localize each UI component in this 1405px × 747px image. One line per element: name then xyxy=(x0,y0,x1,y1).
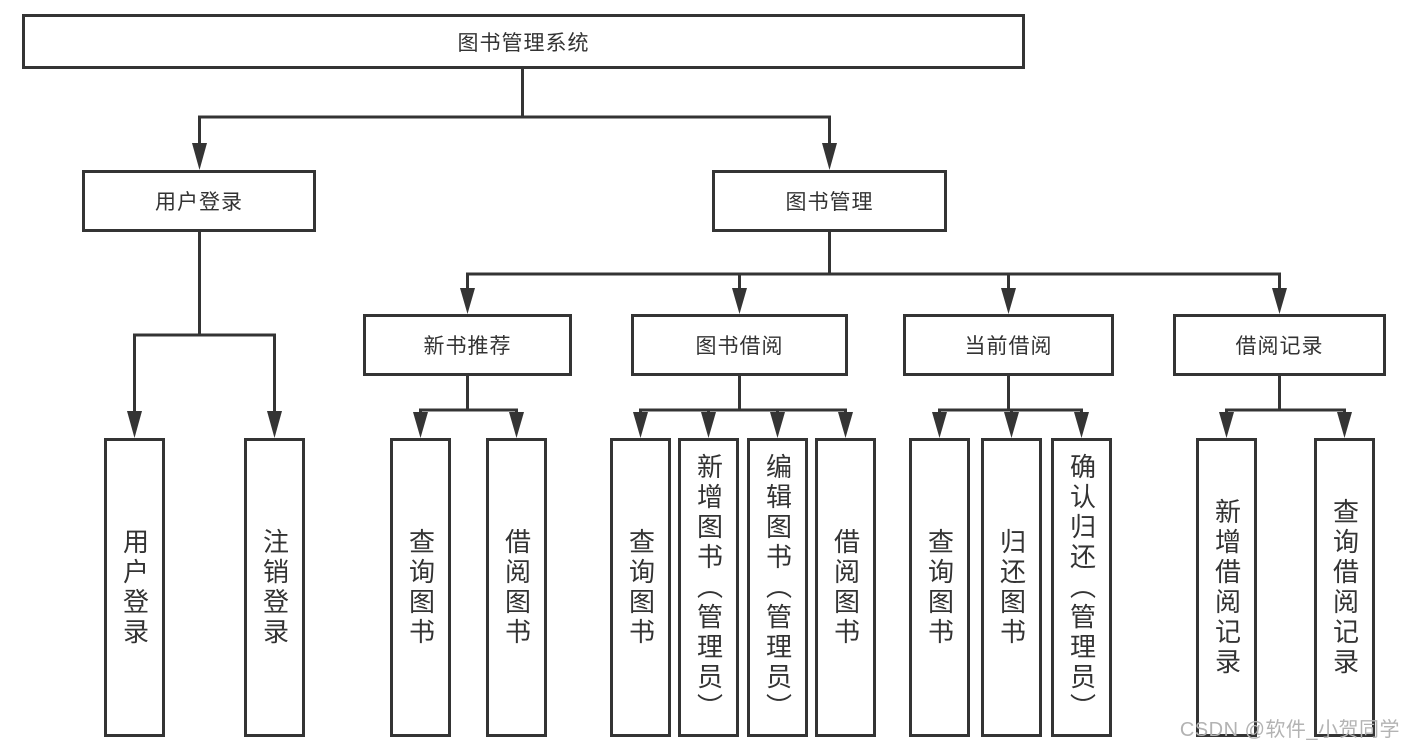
leaf-confirm-return-admin-label: 确认归还（管理员） xyxy=(1066,452,1097,723)
node-user-login-label: 用户登录 xyxy=(155,191,243,214)
connector-user-login-to-leaves xyxy=(133,232,276,415)
leaf-borrow-books-recommend: 借阅图书 xyxy=(486,438,547,737)
leaf-edit-book-admin: 编辑图书（管理员） xyxy=(747,438,808,737)
node-current-borrow-label: 当前借阅 xyxy=(964,335,1053,358)
leaf-logout: 注销登录 xyxy=(244,438,305,737)
node-library-management-system-label: 图书管理系统 xyxy=(457,31,590,55)
leaf-add-borrow-record-label: 新增借阅记录 xyxy=(1211,497,1242,678)
connector-book-management-to-level3 xyxy=(466,232,1281,295)
leaf-user-login-label: 用户登录 xyxy=(119,527,150,648)
leaf-add-book-admin: 新增图书（管理员） xyxy=(678,438,739,737)
connector-current-borrow-to-leaves xyxy=(938,376,1083,419)
node-library-management-system: 图书管理系统 xyxy=(22,14,1025,69)
leaf-query-books-borrow: 查询图书 xyxy=(610,438,671,737)
node-book-borrow: 图书借阅 xyxy=(631,314,848,376)
connector-root-to-level2 xyxy=(198,69,831,150)
leaf-return-book-label: 归还图书 xyxy=(996,527,1027,648)
leaf-query-books-recommend-label: 查询图书 xyxy=(405,527,436,648)
connector-book-borrow-to-leaves xyxy=(639,376,847,419)
leaf-query-books-borrow-label: 查询图书 xyxy=(625,527,656,648)
csdn-watermark: CSDN @软件_小贺同学 xyxy=(1179,719,1400,741)
node-borrow-records-label: 借阅记录 xyxy=(1235,335,1324,358)
leaf-borrow-books-recommend-label: 借阅图书 xyxy=(501,527,532,648)
leaf-query-borrow-record-label: 查询借阅记录 xyxy=(1329,497,1360,678)
node-book-borrow-label: 图书借阅 xyxy=(695,335,784,358)
node-current-borrow: 当前借阅 xyxy=(903,314,1114,376)
leaf-return-book: 归还图书 xyxy=(981,438,1042,737)
leaf-logout-label: 注销登录 xyxy=(259,527,290,648)
leaf-borrow-books: 借阅图书 xyxy=(815,438,876,737)
connector-new-book-recommend-to-leaves xyxy=(419,376,518,419)
leaf-confirm-return-admin: 确认归还（管理员） xyxy=(1051,438,1112,737)
leaf-query-books-recommend: 查询图书 xyxy=(390,438,451,737)
node-new-book-recommend-label: 新书推荐 xyxy=(423,335,512,358)
node-new-book-recommend: 新书推荐 xyxy=(363,314,572,376)
leaf-add-borrow-record: 新增借阅记录 xyxy=(1196,438,1257,737)
leaf-add-book-admin-label: 新增图书（管理员） xyxy=(693,452,724,723)
leaf-user-login: 用户登录 xyxy=(104,438,165,737)
leaf-query-books-current-label: 查询图书 xyxy=(924,527,955,648)
node-user-login: 用户登录 xyxy=(82,170,316,232)
node-borrow-records: 借阅记录 xyxy=(1173,314,1386,376)
connector-borrow-records-to-leaves xyxy=(1225,376,1346,419)
leaf-query-books-current: 查询图书 xyxy=(909,438,970,737)
leaf-borrow-books-label: 借阅图书 xyxy=(830,527,861,648)
leaf-query-borrow-record: 查询借阅记录 xyxy=(1314,438,1375,737)
node-book-management: 图书管理 xyxy=(712,170,947,232)
leaf-edit-book-admin-label: 编辑图书（管理员） xyxy=(762,452,793,723)
node-book-management-label: 图书管理 xyxy=(785,191,874,214)
